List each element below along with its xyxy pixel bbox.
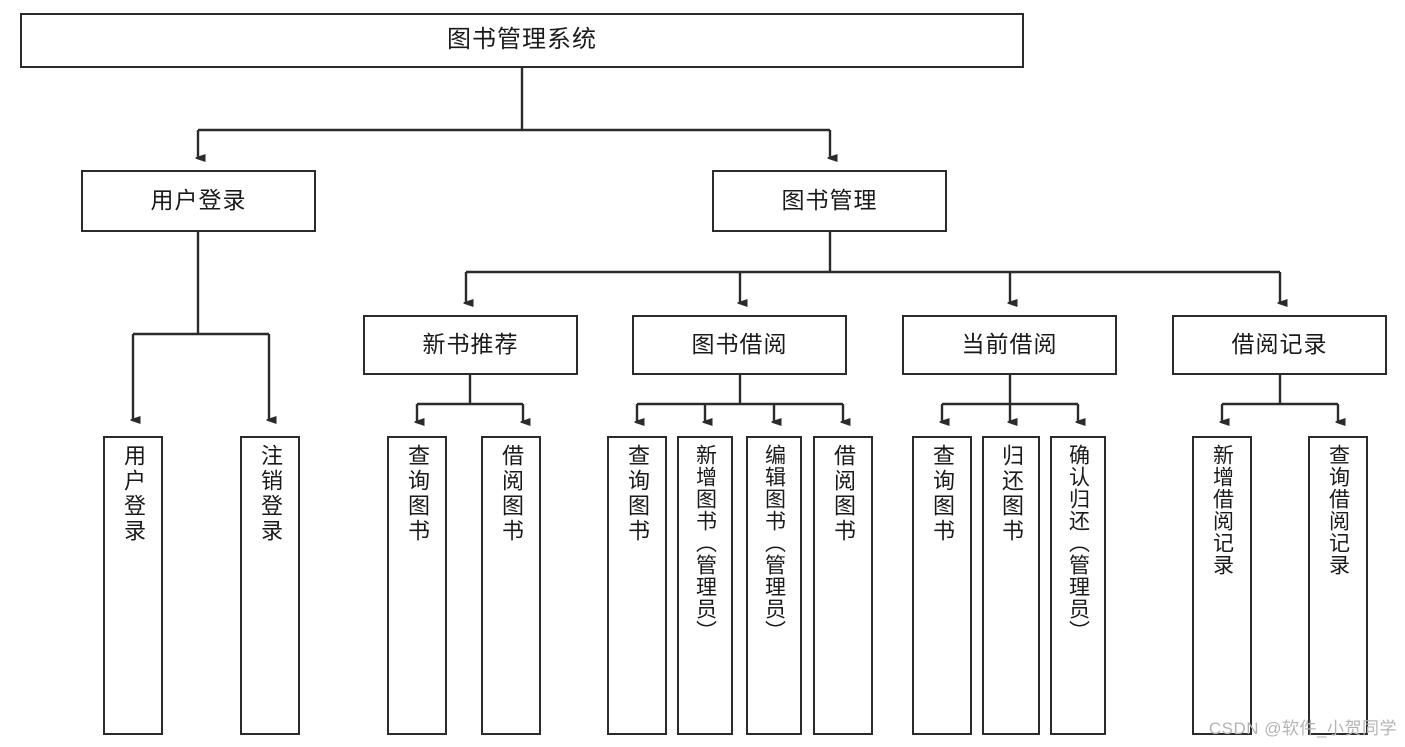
watermark-text: CSDN @软件_小贺同学 bbox=[1208, 719, 1397, 738]
node-borrow-record[interactable]: 借阅记录 bbox=[1172, 315, 1387, 375]
node-label: 用户登录 bbox=[150, 187, 247, 214]
leaf-borrow-edit-book-admin[interactable]: 编辑图书（管理员） bbox=[746, 436, 802, 735]
leaf-borrow-query-book[interactable]: 查询图书 bbox=[607, 436, 667, 735]
node-label: 新书推荐 bbox=[422, 331, 519, 358]
node-label: 查询图书 bbox=[405, 444, 430, 544]
leaf-user-login-logout[interactable]: 注销登录 bbox=[240, 436, 300, 735]
node-book-management[interactable]: 图书管理 bbox=[712, 170, 947, 232]
leaf-current-return-book[interactable]: 归还图书 bbox=[982, 436, 1040, 735]
leaf-borrow-add-book-admin[interactable]: 新增图书（管理员） bbox=[677, 436, 733, 735]
leaf-recommend-query-book[interactable]: 查询图书 bbox=[387, 436, 447, 735]
node-label: 借阅图书 bbox=[831, 444, 856, 544]
node-label: 用户登录 bbox=[121, 444, 146, 544]
leaf-user-login-login[interactable]: 用户登录 bbox=[103, 436, 163, 735]
node-label: 查询图书 bbox=[625, 444, 650, 544]
node-root-system[interactable]: 图书管理系统 bbox=[20, 13, 1024, 68]
node-label: 图书管理 bbox=[781, 187, 878, 214]
node-label: 查询图书 bbox=[930, 444, 955, 544]
node-label: 注销登录 bbox=[258, 444, 283, 544]
leaf-current-confirm-return-admin[interactable]: 确认归还（管理员） bbox=[1050, 436, 1106, 735]
node-label: 编辑图书（管理员） bbox=[762, 444, 786, 642]
leaf-record-add-record[interactable]: 新增借阅记录 bbox=[1192, 436, 1252, 735]
node-label: 借阅图书 bbox=[499, 444, 524, 544]
node-label: 新增图书（管理员） bbox=[693, 444, 717, 642]
leaf-record-query-record[interactable]: 查询借阅记录 bbox=[1308, 436, 1368, 735]
node-current-borrow[interactable]: 当前借阅 bbox=[902, 315, 1117, 375]
node-label: 归还图书 bbox=[999, 444, 1024, 544]
node-book-borrow[interactable]: 图书借阅 bbox=[632, 315, 847, 375]
leaf-current-query-book[interactable]: 查询图书 bbox=[912, 436, 972, 735]
node-label: 当前借阅 bbox=[961, 331, 1058, 358]
node-user-login[interactable]: 用户登录 bbox=[81, 170, 316, 232]
node-label: 查询借阅记录 bbox=[1326, 444, 1350, 576]
node-label: 新增借阅记录 bbox=[1210, 444, 1234, 576]
leaf-recommend-borrow-book[interactable]: 借阅图书 bbox=[481, 436, 541, 735]
leaf-borrow-borrow-book[interactable]: 借阅图书 bbox=[813, 436, 873, 735]
node-new-book-recommend[interactable]: 新书推荐 bbox=[363, 315, 578, 375]
node-label: 借阅记录 bbox=[1231, 331, 1328, 358]
node-label: 确认归还（管理员） bbox=[1066, 444, 1090, 642]
node-label: 图书借阅 bbox=[691, 331, 788, 358]
node-label: 图书管理系统 bbox=[447, 26, 597, 54]
